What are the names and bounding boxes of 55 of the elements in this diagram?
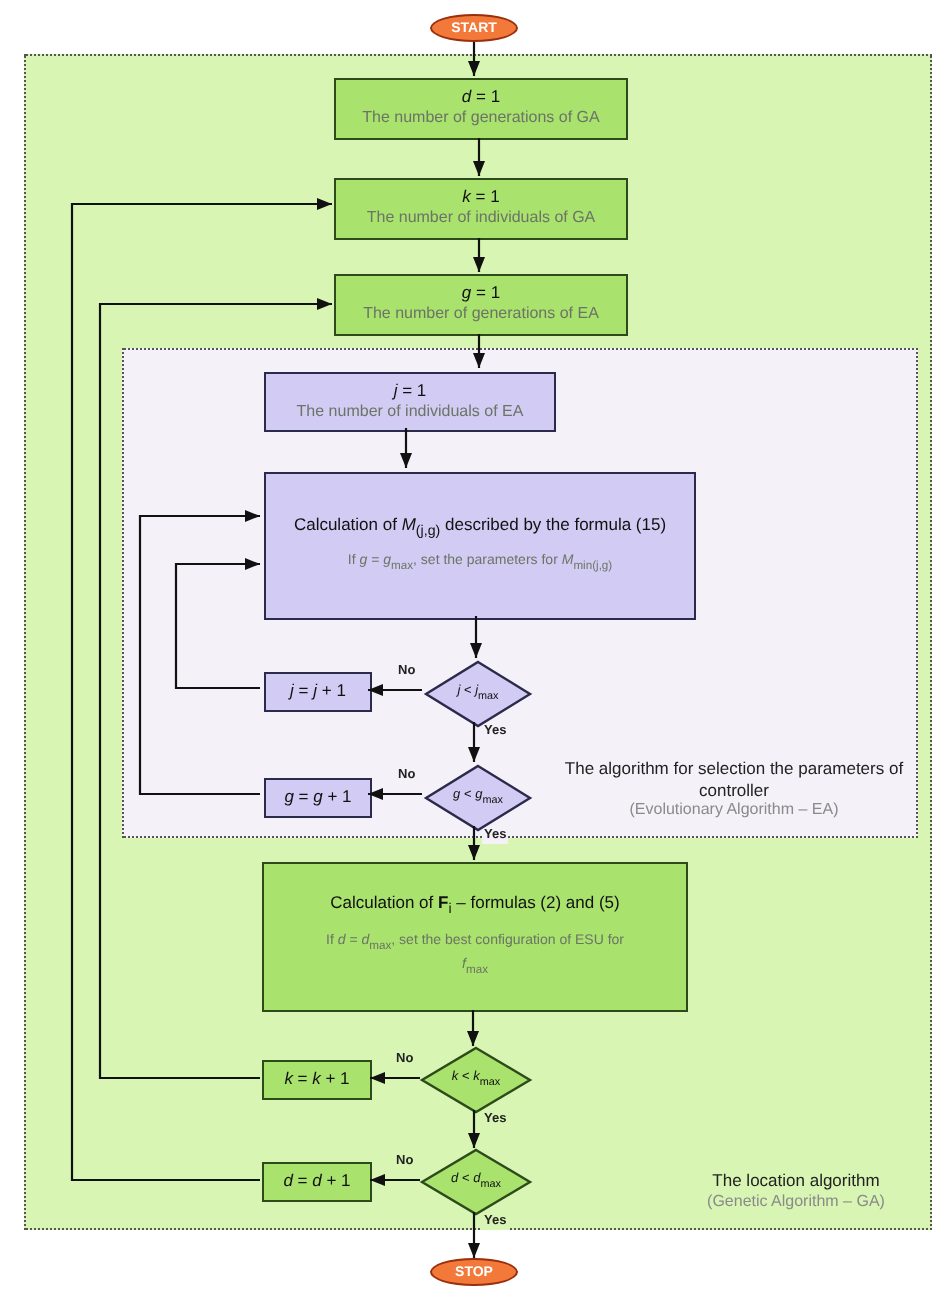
arrow [467, 1212, 481, 1258]
decision-diamond [426, 766, 530, 830]
arrow [368, 683, 422, 697]
region-subtitle: (Genetic Algorithm – GA) [707, 1191, 885, 1213]
process-formula: g = 1 [461, 284, 501, 305]
process-note: The number of generations of EA [363, 304, 599, 326]
arrow [472, 334, 486, 368]
arrow [98, 297, 332, 1080]
process-formula: k = k + 1 [284, 1070, 350, 1090]
arrow [472, 138, 486, 176]
process-note: The number of individuals of GA [366, 208, 596, 230]
region-title: The location algorithm [712, 1170, 880, 1192]
arrow [467, 42, 481, 76]
process-note: The number of individuals of EA [296, 401, 524, 423]
region-subtitle: (Evolutionary Algorithm – EA) [629, 800, 839, 822]
process-formula: j = j + 1 [290, 682, 346, 702]
process-formula: Calculation of M$_{(j,g)}$ described by the formula (15) [293, 515, 667, 539]
terminal-oval [430, 1258, 518, 1286]
process-formula: j = 1 [393, 381, 427, 402]
arrow [466, 1010, 480, 1046]
arrow [70, 197, 332, 1182]
arrow [368, 787, 422, 801]
arrow [469, 616, 483, 658]
process-box [264, 778, 372, 818]
algorithm-region [24, 54, 932, 1230]
region-title: The algorithm for selection the parameters of controller [564, 758, 904, 801]
process-box [264, 672, 372, 712]
process-note: The number of generations of GA [362, 108, 600, 130]
process-formula: d = d + 1 [283, 1172, 351, 1192]
process-formula: k = 1 [462, 188, 500, 209]
arrow [467, 826, 481, 860]
process-box [264, 372, 556, 432]
process-box [334, 178, 628, 240]
algorithm-region [122, 348, 918, 838]
process-box [334, 78, 628, 140]
arrow [174, 557, 260, 690]
decision-diamond [422, 1048, 530, 1112]
arrow [399, 428, 413, 468]
process-formula: Calculation of F$_{i}$ – formulas (2) and (5) [330, 894, 620, 918]
arrow [467, 1110, 481, 1148]
process-box [262, 1060, 372, 1100]
terminal-oval [430, 14, 518, 42]
arrow [370, 1071, 420, 1085]
process-box [334, 274, 628, 336]
process-box [264, 472, 696, 620]
process-box [262, 862, 688, 1012]
process-formula: d = 1 [461, 88, 501, 109]
arrow [370, 1173, 420, 1187]
decision-diamond [426, 662, 530, 726]
arrow [472, 238, 486, 272]
process-box [262, 1162, 372, 1202]
arrow [138, 509, 260, 796]
arrow [467, 722, 481, 762]
process-formula: g = g + 1 [284, 788, 352, 808]
decision-diamond [422, 1150, 530, 1214]
